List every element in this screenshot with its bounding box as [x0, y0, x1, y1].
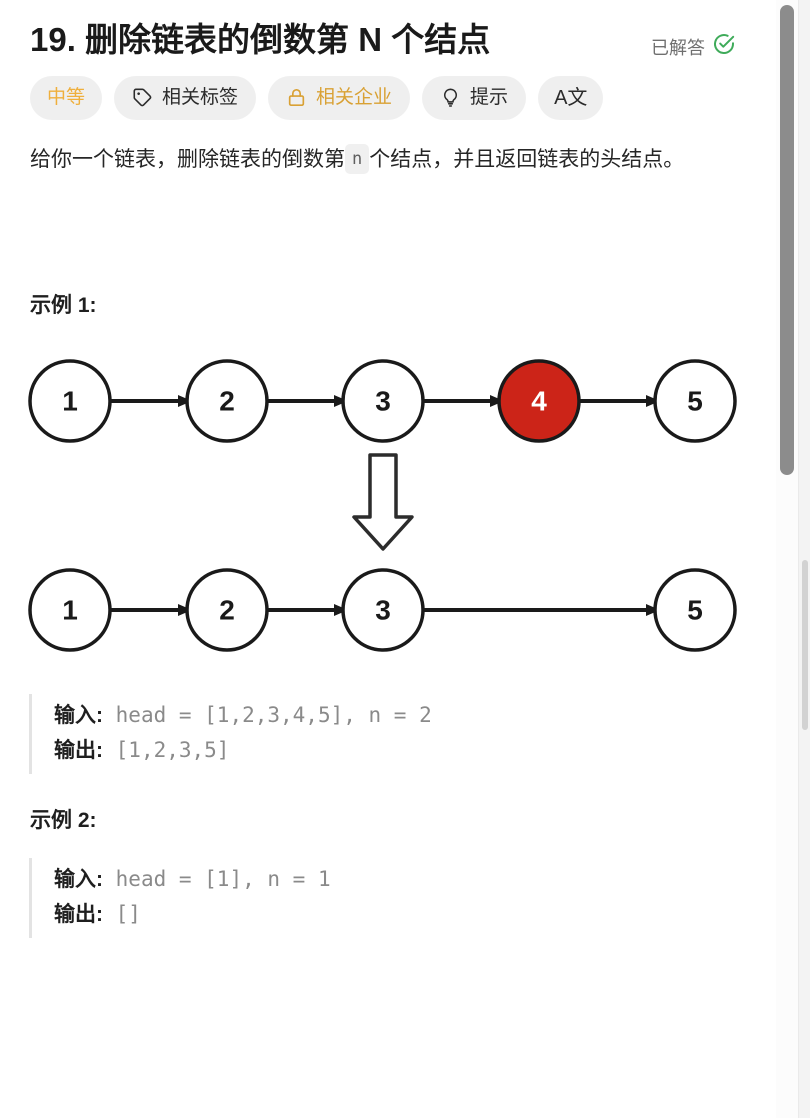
outer-scrollbar-thumb[interactable] [802, 560, 808, 730]
example-1-output-label: 输出: [54, 738, 103, 762]
badge-row: 中等 相关标签 相关企业 [0, 62, 766, 120]
page-title: 19. 删除链表的倒数第 N 个结点 [30, 21, 491, 58]
example-2-output-value: [] [115, 901, 141, 926]
check-circle-icon [712, 32, 736, 61]
difficulty-badge-label: 中等 [47, 87, 86, 109]
outer-scrollbar-track[interactable] [798, 0, 810, 1118]
language-toggle-label: A文 [554, 86, 588, 109]
description-text-part2: 个结点，并且返回链表的头结点。 [369, 147, 685, 171]
problem-header: 19. 删除链表的倒数第 N 个结点 已解答 [0, 0, 766, 62]
down-block-arrow [352, 453, 414, 551]
inner-scrollbar-thumb[interactable] [780, 5, 794, 475]
highlighted-node [497, 359, 581, 443]
example-1-input-value: head = [1,2,3,4,5], n = 2 [115, 702, 432, 727]
related-topics-badge-label: 相关标签 [162, 87, 239, 109]
linked-list-svg: 1 2 3 4 5 1 [28, 359, 737, 652]
inner-scrollbar-track[interactable] [776, 0, 798, 1118]
example-2-heading: 示例 2: [30, 808, 97, 832]
tag-icon [132, 87, 153, 108]
example-2-output-label: 输出: [54, 902, 103, 926]
svg-text:2: 2 [219, 594, 235, 625]
example-1-output-value: [1,2,3,5] [115, 737, 230, 762]
hints-badge[interactable]: 提示 [422, 75, 527, 120]
diagram-row-before: 1 2 3 4 5 [28, 359, 737, 443]
lock-icon [286, 87, 307, 108]
related-topics-badge[interactable]: 相关标签 [114, 75, 257, 120]
problem-content-pane: 19. 删除链表的倒数第 N 个结点 已解答 中等 相关标签 [0, 0, 766, 938]
svg-text:4: 4 [531, 385, 547, 416]
example-1-heading: 示例 1: [30, 293, 97, 317]
difficulty-badge[interactable]: 中等 [30, 75, 103, 120]
svg-text:5: 5 [687, 385, 703, 416]
language-toggle-badge[interactable]: A文 [538, 75, 604, 120]
svg-text:1: 1 [62, 594, 78, 625]
svg-text:3: 3 [375, 594, 391, 625]
status-badge: 已解答 [651, 32, 736, 61]
example-1-input-label: 输入: [54, 703, 103, 727]
example-2-code-block: 输入: head = [1], n = 1 输出: [] [29, 857, 766, 938]
diagram-row-after: 1 2 3 5 [28, 568, 737, 652]
related-companies-badge[interactable]: 相关企业 [268, 75, 411, 120]
svg-text:1: 1 [62, 385, 78, 416]
status-label: 已解答 [651, 37, 705, 58]
example-2-input-value: head = [1], n = 1 [115, 866, 331, 891]
related-companies-badge-label: 相关企业 [316, 87, 393, 109]
svg-text:2: 2 [219, 385, 235, 416]
example-1-code-block: 输入: head = [1,2,3,4,5], n = 2 输出: [1,2,3… [29, 693, 766, 774]
description-text-part1: 给你一个链表，删除链表的倒数第 [30, 147, 345, 171]
svg-text:5: 5 [687, 594, 703, 625]
inline-code-n: n [345, 143, 370, 175]
hints-badge-label: 提示 [470, 87, 509, 109]
example-2-input-label: 输入: [54, 867, 103, 891]
linked-list-diagram: 1 2 3 4 5 1 [0, 337, 766, 672]
lightbulb-icon [440, 87, 461, 108]
svg-text:3: 3 [375, 385, 391, 416]
